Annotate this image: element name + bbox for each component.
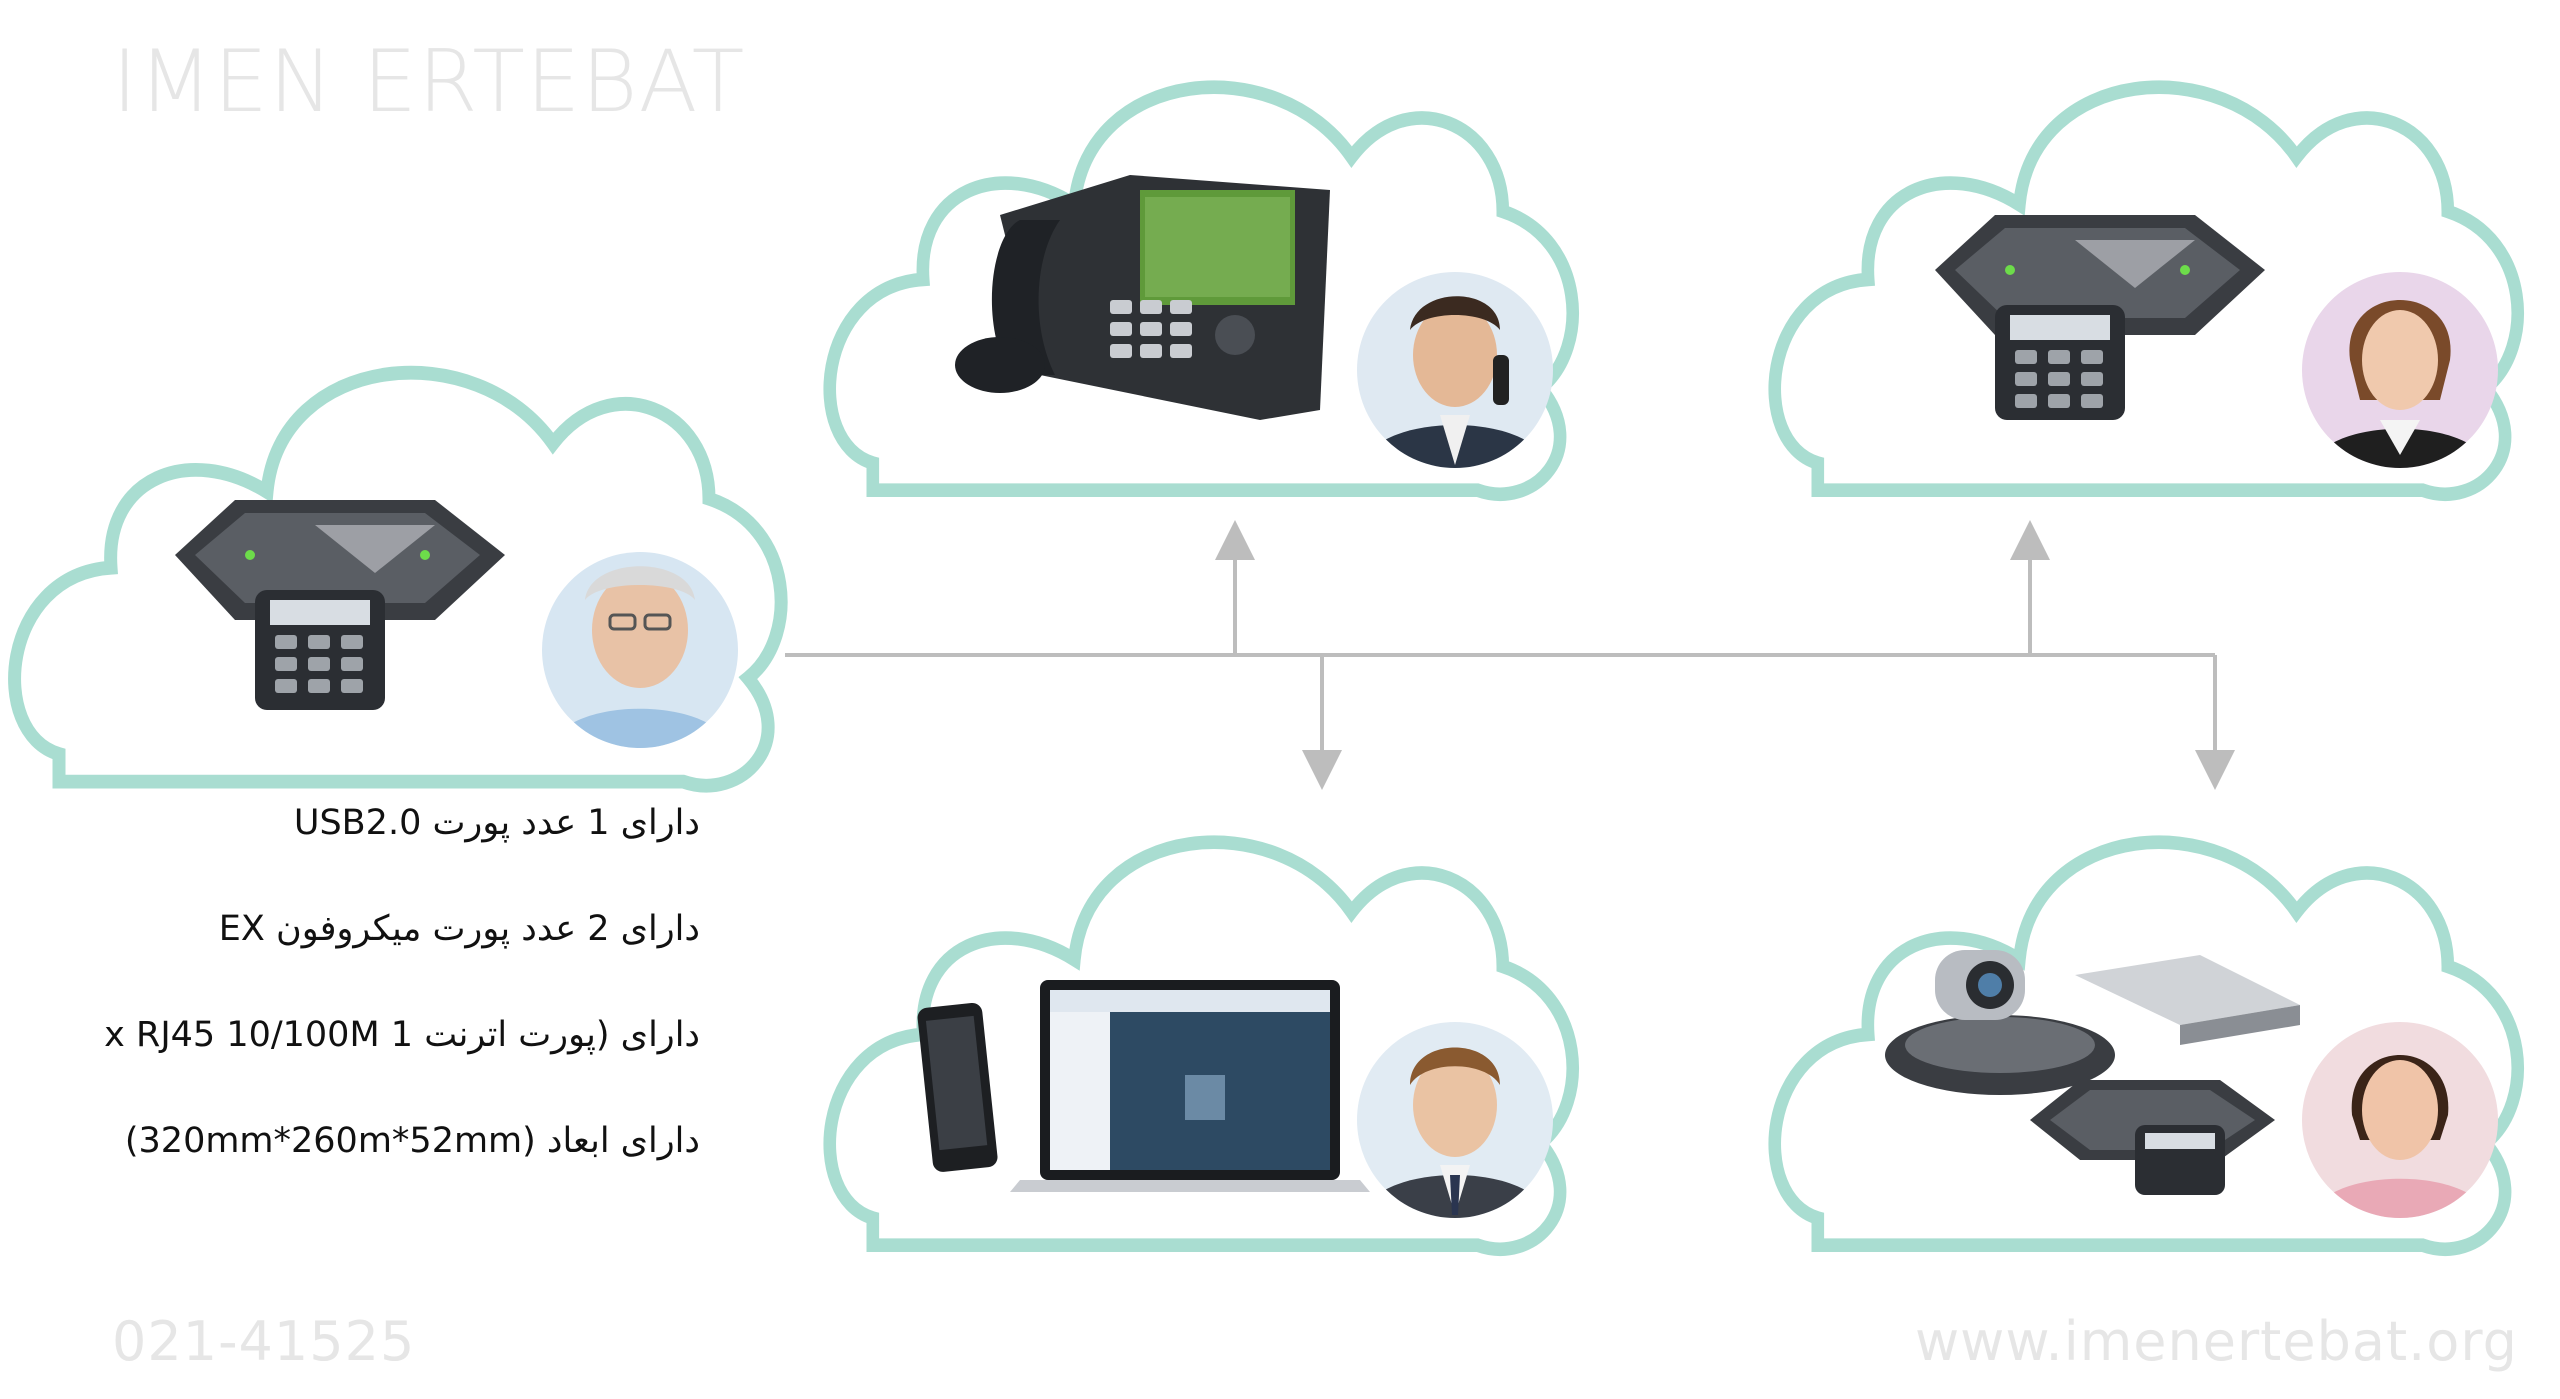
- laptop-and-smartphone-icon: [917, 980, 1370, 1192]
- feature-dimensions: دارای ابعاد (320mm*260m*52mm): [124, 1121, 700, 1161]
- video-conference-system-icon: [1885, 950, 2300, 1195]
- brand-watermark: IMEN ERTEBAT: [112, 32, 746, 132]
- desk-ip-phone-icon: [955, 175, 1330, 420]
- conference-phone-icon: [1935, 215, 2265, 420]
- feature-ethernet-port: دارای (پورت اترنت 1 x RJ45 10/100M: [104, 1015, 700, 1055]
- feature-list: دارای 1 عدد پورت USB2.0 دارای 2 عدد پورت…: [60, 790, 700, 1214]
- phone-watermark: 021-41525: [112, 1310, 416, 1373]
- website-watermark: www.imenertebat.org: [1915, 1310, 2518, 1373]
- feature-usb-port: دارای 1 عدد پورت USB2.0: [293, 803, 700, 843]
- feature-microphone-ports: دارای 2 عدد پورت میکروفون EX: [218, 909, 700, 949]
- connector-lines: [785, 520, 2235, 790]
- conference-phone-icon: [175, 500, 505, 710]
- person-avatar-older-man: [542, 552, 738, 748]
- person-avatar-woman: [2302, 272, 2498, 468]
